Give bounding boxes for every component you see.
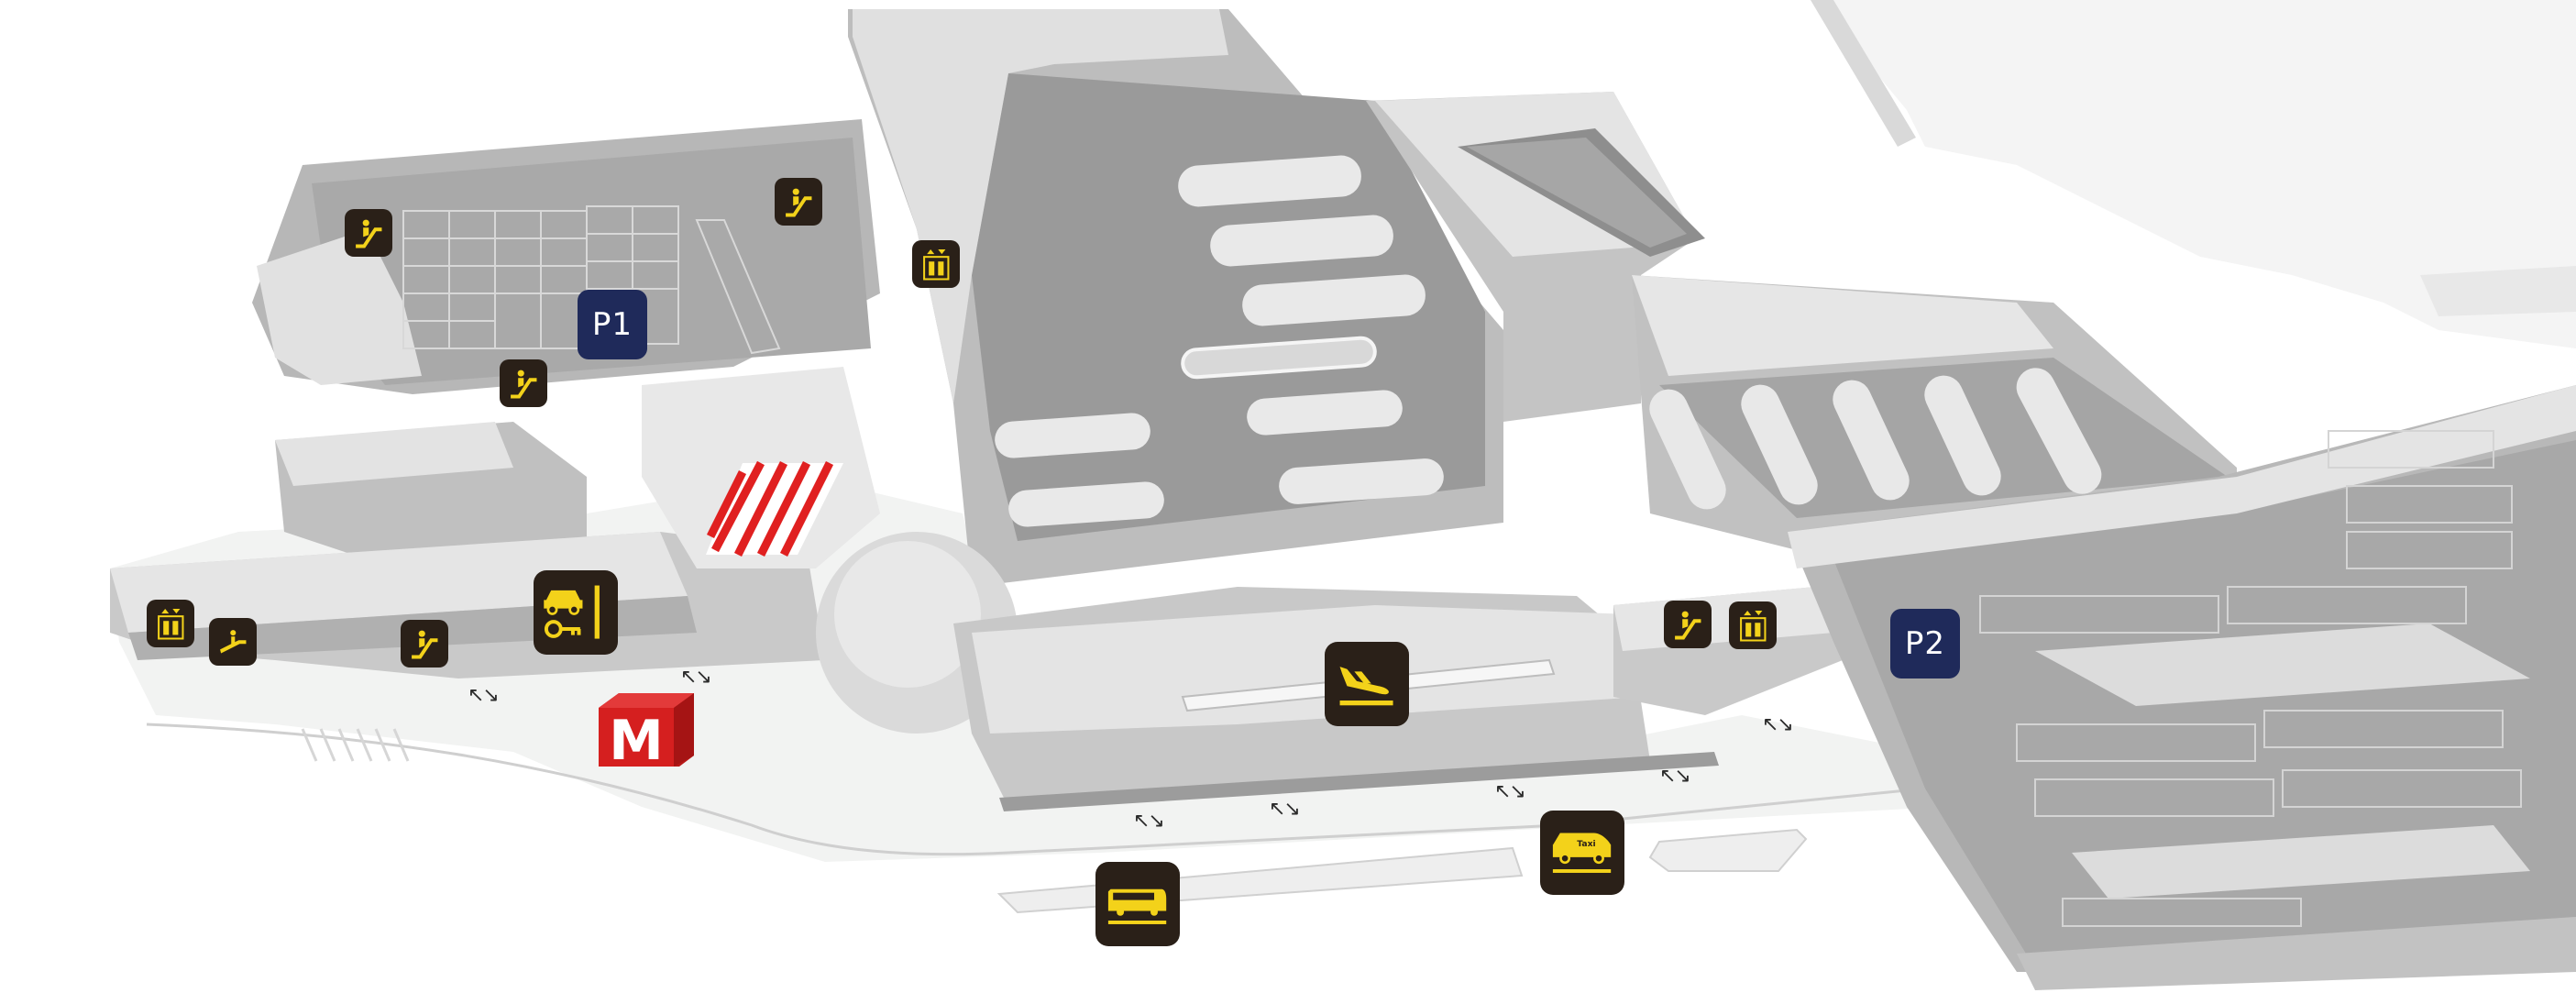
elevator-icon[interactable] xyxy=(147,600,194,647)
arrivals-hall-top xyxy=(972,605,1641,734)
escalator-icon[interactable] xyxy=(401,620,448,667)
crosswalk xyxy=(301,728,410,762)
back-building-right xyxy=(1815,0,2576,348)
car-rental-icon[interactable] xyxy=(534,570,618,655)
you-are-here-hatching xyxy=(706,460,834,557)
back-building-right-strip xyxy=(2420,266,2576,316)
p2-parking-stalls xyxy=(1979,430,2522,927)
entrance-arrow: ↖↘ xyxy=(1762,713,1794,736)
bus-island xyxy=(996,846,1524,914)
taxi-island xyxy=(1648,828,1808,872)
escalator-icon[interactable] xyxy=(345,209,392,257)
entrance-arrow: ↖↘ xyxy=(1133,810,1165,833)
gate-piers-left xyxy=(995,155,1444,527)
west-walkway-top xyxy=(110,532,688,633)
parking-p1-badge[interactable]: P1 xyxy=(578,290,647,359)
gate-piers-east xyxy=(1649,368,2102,510)
escalator-icon[interactable] xyxy=(775,178,822,226)
road-curb xyxy=(146,723,1926,856)
terminal-roof-left xyxy=(853,9,1228,403)
escalator-icon[interactable] xyxy=(1664,601,1712,648)
p2-roof-strip-top xyxy=(1788,385,2576,568)
entrance-arrow: ↖↘ xyxy=(1659,765,1691,788)
p2-bottom-edge xyxy=(2017,917,2576,990)
entrance-arrow: ↖↘ xyxy=(680,666,712,689)
taxi-label: Taxi xyxy=(1578,839,1596,849)
taxi-icon[interactable]: Taxi xyxy=(1540,811,1624,895)
entrance-arrow: ↖↘ xyxy=(468,684,500,707)
elevator-icon[interactable] xyxy=(1729,601,1777,649)
east-concourse-top xyxy=(1632,275,2053,376)
back-building-right-edge xyxy=(1811,0,1916,147)
p1-garage-roof-west xyxy=(257,229,422,385)
entrance-arrow: ↖↘ xyxy=(1269,798,1301,821)
parking-p2-badge[interactable]: P2 xyxy=(1890,609,1960,679)
escalator-icon[interactable] xyxy=(500,359,547,407)
moving-walkway-icon[interactable] xyxy=(209,618,257,666)
metro-letter: M xyxy=(609,709,664,770)
metro-icon[interactable]: M xyxy=(591,690,701,773)
p2-inner-block-2 xyxy=(2072,825,2530,899)
dark-block-top xyxy=(1467,138,1687,248)
rotunda-top xyxy=(834,541,981,688)
p2-inner-block xyxy=(2035,623,2530,706)
elevator-icon[interactable] xyxy=(912,240,960,288)
arrivals-plane-icon[interactable] xyxy=(1325,642,1409,726)
entrance-arrow: ↖↘ xyxy=(1494,780,1526,803)
arrivals-curb-strip xyxy=(999,752,1719,811)
bus-icon[interactable] xyxy=(1095,862,1180,946)
p1-lower-deck-top xyxy=(275,422,513,486)
